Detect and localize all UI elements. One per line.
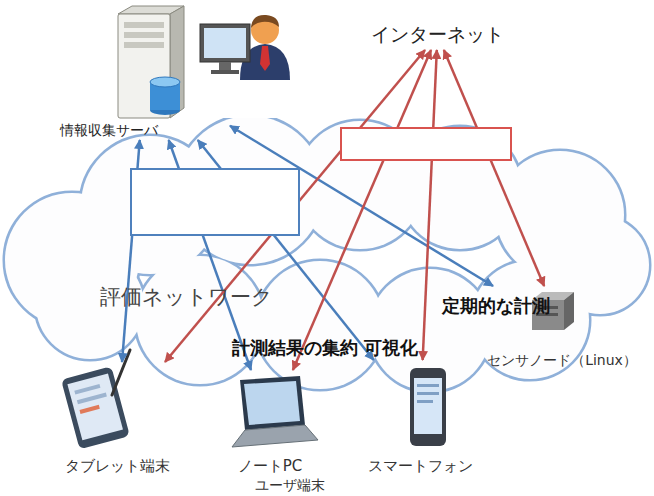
node-label: 定期的な計測: [442, 294, 550, 318]
screen-line: [79, 405, 99, 414]
person-hair: [251, 15, 279, 28]
node-label: ノートPC: [238, 457, 303, 476]
internet-node: インターネット: [355, 20, 520, 50]
callout-box: 定期的な計測: [340, 127, 512, 161]
node-label: センサノード（Linux）: [487, 352, 637, 370]
cloud-border: [135, 255, 265, 385]
node-label: スマートフォン: [368, 457, 473, 476]
stylus: [112, 350, 130, 395]
screen-line: [417, 392, 439, 395]
server-node: 情報収集サーバ: [60, 8, 230, 140]
cloud-fill: [256, 261, 384, 389]
screen-line: [77, 393, 107, 405]
cloud-fill: [369, 269, 491, 391]
monitor-stand: [219, 62, 231, 70]
laptop-base: [232, 425, 318, 447]
cloud-fill: [136, 256, 264, 384]
screen-line: [417, 400, 433, 403]
device-node: タブレット端末: [55, 362, 180, 476]
node-label: 情報収集サーバ: [60, 122, 158, 140]
node-label: 計測結果の集約 可視化: [232, 335, 418, 361]
database-top: [150, 77, 180, 87]
device-node: スマートフォン: [365, 360, 475, 476]
device-node: ノートPC: [215, 370, 325, 476]
cloud-border: [255, 260, 385, 390]
monitor-base: [211, 70, 239, 74]
drive-bay: [124, 32, 164, 38]
tablet-screen: [67, 373, 123, 440]
drive-bay: [124, 22, 164, 28]
cloud-border: [368, 268, 492, 392]
drive-bay: [124, 42, 164, 48]
note-label: ユーザ端末: [255, 477, 325, 495]
person-tie: [260, 46, 270, 71]
phone-screen: [414, 378, 442, 434]
screen-line: [74, 384, 100, 395]
phone-body: [410, 368, 446, 446]
device-node: センサノード（Linux）: [472, 286, 652, 370]
monitor-screen: [204, 28, 246, 58]
node-label: 評価ネットワーク: [100, 283, 273, 311]
monitor-frame: [200, 24, 250, 62]
callout-box: 計測結果の集約 可視化: [130, 168, 300, 236]
node-label: タブレット端末: [65, 457, 170, 476]
laptop-screen: [244, 381, 300, 425]
screen-line: [417, 384, 439, 387]
cloud-fill: [551, 216, 649, 314]
node-label: インターネット: [371, 22, 504, 48]
laptop-lid: [240, 376, 305, 430]
